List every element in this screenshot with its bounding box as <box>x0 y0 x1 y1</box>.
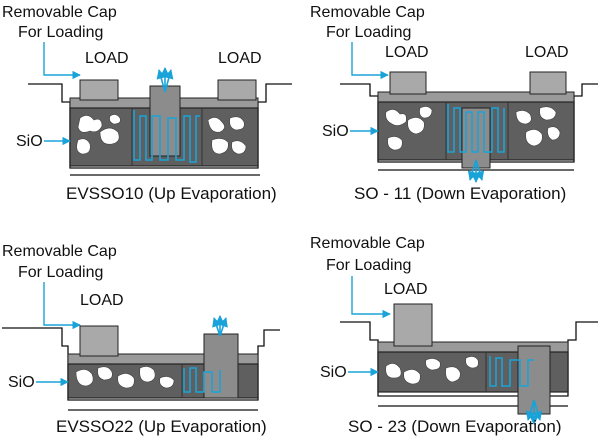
well-outline <box>28 83 292 169</box>
sio-label: SiO <box>16 133 43 150</box>
vapor-flow-path <box>133 110 200 163</box>
vapor-flow-path <box>183 367 221 393</box>
down-arrow <box>467 159 478 181</box>
caption: SO - 23 (Down Evaporation) <box>348 417 562 436</box>
up-arrow <box>212 317 222 337</box>
caption: EVSSO10 (Up Evaporation) <box>66 184 277 203</box>
load-cap-left <box>389 71 427 95</box>
removable-cap-label-line1: Removable Cap <box>310 4 425 21</box>
load-cap-right <box>529 71 567 95</box>
up-arrow <box>156 69 166 93</box>
removable-cap-label-line2: For Loading <box>326 24 411 41</box>
load-cap <box>393 303 433 347</box>
sio-granules <box>75 366 175 389</box>
sio-granules <box>385 106 561 151</box>
vapor-flow-path <box>447 104 505 153</box>
down-arrow <box>525 399 536 421</box>
removable-cap-pointer <box>351 42 389 80</box>
sio-label: SiO <box>320 364 347 381</box>
load-label-right: LOAD <box>525 44 569 61</box>
caption: EVSSO22 (Up Evaporation) <box>56 417 267 436</box>
removable-cap-pointer <box>43 42 81 80</box>
panel-so11: Removable Cap For Loading LOAD LOAD SiO <box>310 4 598 203</box>
load-cap <box>79 325 119 357</box>
caption: SO - 11 (Down Evaporation) <box>354 184 566 203</box>
removable-cap-label-line1: Removable Cap <box>310 235 425 252</box>
removable-cap-label-line2: For Loading <box>18 24 103 41</box>
load-cap-left <box>79 79 119 101</box>
sio-granules <box>385 356 479 385</box>
well-outline <box>2 327 280 401</box>
removable-cap-pointer <box>43 282 81 330</box>
sio-label: SiO <box>322 123 349 140</box>
load-label-left: LOAD <box>85 50 129 67</box>
load-label-left: LOAD <box>385 44 429 61</box>
sio-label: SiO <box>8 374 35 391</box>
load-label: LOAD <box>80 292 124 309</box>
panel-evsso10: Removable Cap For Loading LOAD LOAD <box>2 4 292 203</box>
sio-granules <box>76 114 247 155</box>
panel-so23: Removable Cap For Loading LOAD SiO SO - … <box>310 235 598 436</box>
well-outline <box>340 321 598 397</box>
chimney <box>203 333 239 399</box>
removable-cap-label-line1: Removable Cap <box>2 4 117 21</box>
removable-cap-label-line2: For Loading <box>18 264 103 281</box>
vapor-flow-path <box>489 356 534 387</box>
removable-cap-label-line2: For Loading <box>326 257 411 274</box>
load-label-right: LOAD <box>218 50 262 67</box>
removable-cap-label-line1: Removable Cap <box>2 243 117 260</box>
removable-cap-pointer <box>351 276 391 319</box>
panel-evsso22: Removable Cap For Loading LOAD SiO EVSSO… <box>2 243 280 436</box>
load-cap-right <box>217 79 257 101</box>
load-label: LOAD <box>384 281 428 298</box>
